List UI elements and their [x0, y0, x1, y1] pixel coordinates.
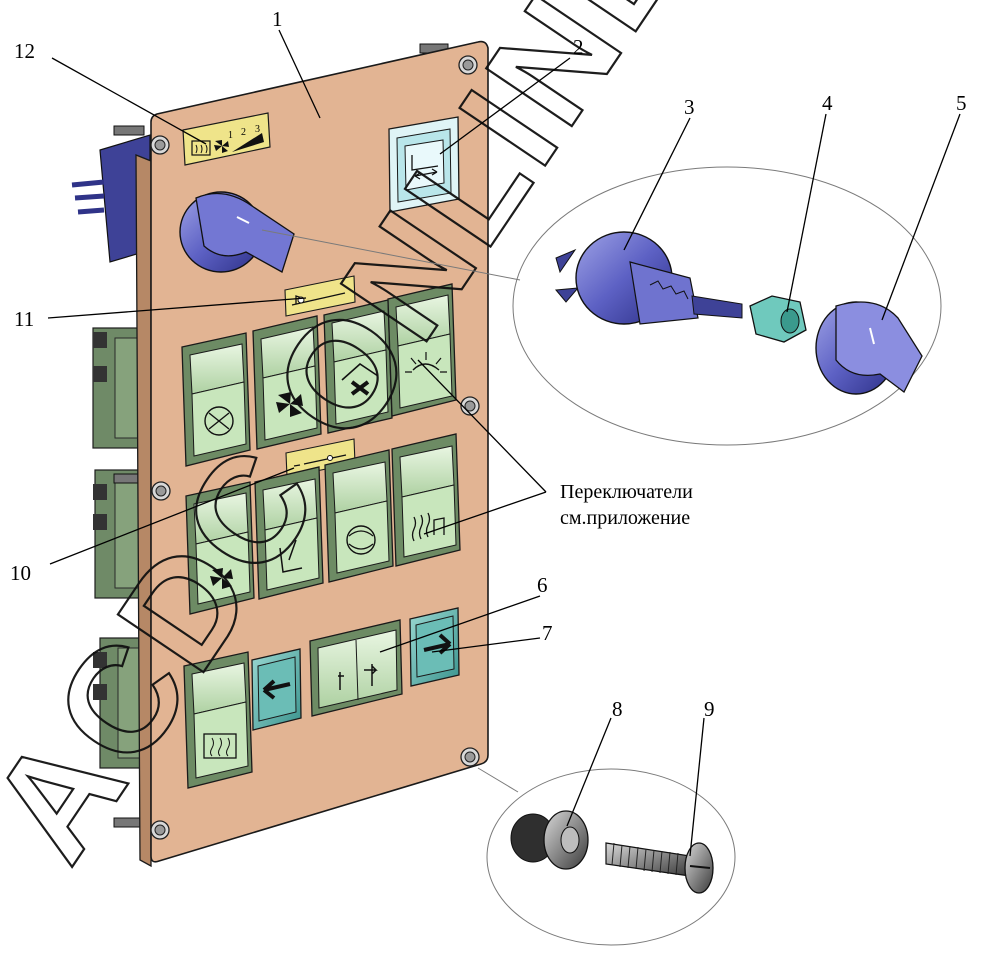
- leader-lines: [47, 29, 961, 857]
- fan-icon: [214, 140, 229, 153]
- fan-speed-1: 1: [228, 130, 233, 141]
- fan-icon: [210, 568, 233, 589]
- callout-10: 10: [10, 561, 31, 585]
- rear-heater-icon: [203, 733, 237, 759]
- rocker-switch-fan[interactable]: [252, 315, 322, 450]
- house-fan-icon: [341, 362, 379, 396]
- bushing-8: [510, 810, 589, 870]
- callout-3: 3: [684, 95, 695, 119]
- callout-11: 11: [14, 307, 34, 331]
- arrow-right-button[interactable]: [409, 607, 460, 687]
- rocker-switch-blower[interactable]: [185, 481, 255, 615]
- lamp-icon: [405, 352, 447, 373]
- rocker-switch-recirculation[interactable]: [324, 449, 394, 583]
- callout-1: 1: [272, 7, 283, 31]
- rocker-switch-rear-heater[interactable]: [391, 433, 461, 567]
- rocker-switch-cabin-air[interactable]: [323, 299, 393, 434]
- rocker-switch-seat-heat[interactable]: [254, 466, 324, 600]
- indicator-switch-2[interactable]: [388, 116, 460, 213]
- defrost-fan-icon: [204, 406, 234, 436]
- recirculation-icon: [346, 525, 376, 555]
- arrow-left-icon: [262, 679, 291, 700]
- rocker-switch-defrost[interactable]: [181, 332, 251, 467]
- double-arrow-icon: [338, 664, 378, 690]
- arrow-right-icon: [423, 633, 452, 655]
- fan-speed-rotary-knob[interactable]: [179, 191, 295, 273]
- detail-circle-switch: [512, 166, 942, 446]
- caption-line-2: см.приложение: [560, 507, 690, 529]
- detail-circle-fasteners: [486, 768, 736, 946]
- callout-8: 8: [612, 697, 623, 721]
- callout-2: 2: [573, 35, 584, 59]
- double-arrow-icon: [414, 168, 438, 180]
- callout-4: 4: [822, 91, 833, 115]
- panel-screw: [460, 747, 480, 767]
- panel-screw: [150, 820, 170, 840]
- callout-9: 9: [704, 697, 715, 721]
- seat-heat-icon: [279, 539, 303, 573]
- fan-icon: [276, 392, 303, 417]
- rotary-knob-5: [815, 301, 923, 395]
- direction-switch-6[interactable]: [309, 619, 403, 717]
- fan-speed-3: 3: [255, 124, 260, 135]
- fan-speed-2: 2: [241, 127, 246, 138]
- panel-screw: [150, 135, 170, 155]
- callout-12: 12: [14, 39, 35, 63]
- callout-6: 6: [537, 573, 548, 597]
- rotary-switch-body-3: [555, 231, 743, 325]
- screw-9: [605, 842, 714, 894]
- rocker-switch-interior-light[interactable]: [387, 283, 457, 417]
- fan-speed-label-plate: 1 2 3: [182, 112, 271, 166]
- rocker-switch-mirror-heat[interactable]: [183, 651, 253, 789]
- arrow-left-button[interactable]: [251, 648, 302, 731]
- caption-line-1: Переключатели: [560, 481, 693, 503]
- callout-7: 7: [542, 621, 553, 645]
- panel-screw: [460, 396, 480, 416]
- callout-5: 5: [956, 91, 967, 115]
- hex-nut-4: [749, 295, 807, 343]
